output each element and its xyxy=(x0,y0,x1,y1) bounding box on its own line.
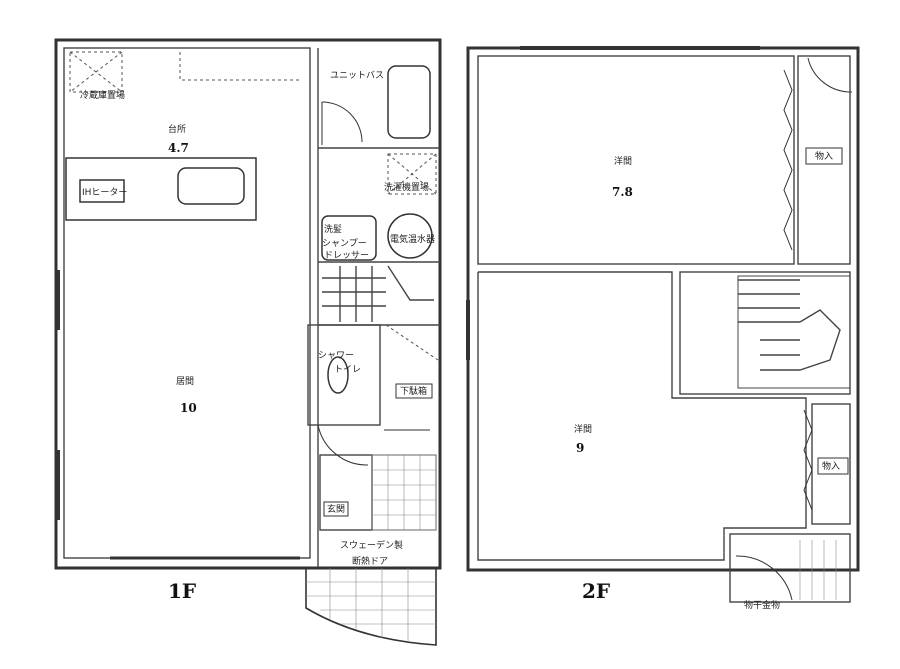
1f-toilet-wall xyxy=(307,324,381,426)
dresser-basin xyxy=(321,215,377,261)
western-room-north-label: 洋間 xyxy=(614,155,632,167)
2f-stairs xyxy=(737,275,851,389)
western-room-south-area: 9 xyxy=(576,441,584,455)
door-label-2: 断熱ドア xyxy=(352,555,388,567)
2f-outer-wall xyxy=(466,46,860,572)
shower-toilet-label-2: トイレ xyxy=(334,365,361,375)
toilet xyxy=(327,356,349,394)
genkan-box: 玄関 xyxy=(323,501,349,517)
north-closet-box: 物入 xyxy=(805,147,843,165)
north-closet-label: 物入 xyxy=(815,150,833,162)
washer-space xyxy=(387,153,437,195)
kitchen-sink xyxy=(177,167,245,205)
dresser-label-1: 洗髪 xyxy=(324,223,342,235)
floor-2f: 洋間 7.8 物入 洋間 9 物入 物干金物 2F xyxy=(466,46,860,611)
ih-heater xyxy=(79,179,125,203)
balcony-hatch xyxy=(735,540,837,601)
western-room-south-label: 洋間 xyxy=(574,423,592,435)
door-label-1: スウェーデン製 xyxy=(340,539,403,551)
washer-x2 xyxy=(387,153,437,195)
1f-living-wall xyxy=(63,47,311,559)
floor-2f-label: 2F xyxy=(582,579,610,603)
floor-1f: 冷蔵庫置場 台所 4.7 IHヒーター 居間 10 ユニットバス 洗濯機置場 洗… xyxy=(54,38,442,646)
clothes-dryer-label: 物干金物 xyxy=(744,599,780,611)
shoe-cabinet-box: 下駄箱 xyxy=(395,383,433,399)
kitchen-label: 台所 xyxy=(168,123,186,135)
2f-stair-hall-wall xyxy=(679,271,851,395)
2f-closet-north-wall xyxy=(797,55,851,265)
south-closet-label: 物入 xyxy=(822,460,840,472)
washer-label: 洗濯機置場 xyxy=(384,181,429,193)
genkan-label: 玄関 xyxy=(327,503,345,515)
1f-kitchen-dashed xyxy=(179,52,300,81)
fridge-space xyxy=(69,51,123,93)
dresser-label-2: シャンプー xyxy=(322,238,367,249)
toilet-door-swing xyxy=(317,424,369,466)
1f-outer-wall xyxy=(54,38,442,570)
2f-south-room-wall xyxy=(477,271,807,561)
1f-entrance-tiles xyxy=(371,454,437,531)
north-closet-door-swing xyxy=(807,57,853,93)
north-closet-folding-door xyxy=(783,69,793,251)
south-closet-box: 物入 xyxy=(817,457,849,475)
2f-closet-south-wall xyxy=(811,403,851,525)
bath-door-swing xyxy=(321,101,363,143)
2f-balcony-wall xyxy=(729,533,851,603)
living-area: 10 xyxy=(180,401,197,415)
water-heater-label: 電気温水器 xyxy=(390,233,435,245)
shower-toilet-label-1: シャワー xyxy=(318,351,354,361)
south-closet-folding-door xyxy=(803,409,813,511)
2f-windows xyxy=(466,46,760,572)
bathtub xyxy=(387,65,431,139)
living-label: 居間 xyxy=(176,376,194,387)
fridge-label: 冷蔵庫置場 xyxy=(80,89,125,101)
fridge-x2 xyxy=(69,51,123,93)
water-heater xyxy=(387,213,433,259)
2f-north-room-wall xyxy=(477,55,795,265)
1f-porch xyxy=(305,567,437,646)
floor-1f-label: 1F xyxy=(168,579,196,603)
1f-stairs xyxy=(322,265,439,361)
1f-genkan-wall xyxy=(319,454,373,531)
shoe-cabinet-label: 下駄箱 xyxy=(400,385,427,397)
kitchen-area: 4.7 xyxy=(168,141,189,155)
western-room-north-area: 7.8 xyxy=(612,185,633,199)
unit-bath-label: ユニットバス xyxy=(330,70,384,81)
dresser-label-3: ドレッサー xyxy=(324,250,369,261)
ih-heater-label: IHヒーター xyxy=(82,187,127,198)
1f-windows xyxy=(56,270,300,560)
